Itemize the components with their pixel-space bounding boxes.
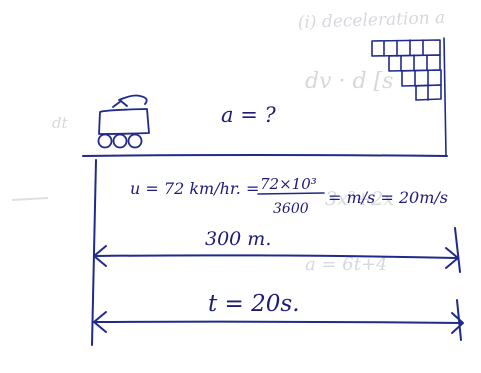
- bleed-text-fragment-1: dv · d [s: [305, 69, 393, 94]
- speed-equation-rhs: = m/s = 20m/s: [328, 188, 448, 207]
- distance-label: 300 m.: [205, 228, 271, 250]
- speed-equation: u = 72 km/hr. = 72×10³ 3600 = m/s = 20m/…: [130, 175, 448, 217]
- bleed-text-top: (i) deceleration a: [297, 8, 445, 33]
- distance-arrow: [93, 227, 461, 273]
- speed-equation-numerator: 72×10³: [260, 175, 317, 193]
- brick-wall-icon: [371, 37, 447, 157]
- ground-line: [82, 154, 448, 157]
- time-arrow: [93, 299, 464, 341]
- bleed-text-fragment-3: 3x²+2x: [325, 188, 394, 210]
- fraction-bar: [257, 192, 325, 195]
- bleed-text-fragment-2: dt: [52, 114, 69, 132]
- truck-icon: [97, 94, 150, 149]
- acceleration-label: a = ?: [221, 103, 276, 127]
- speed-equation-denominator: 3600: [273, 201, 309, 217]
- bleed-text-fragment-4: a = 6t+4: [305, 254, 387, 275]
- start-boundary-line: [91, 159, 97, 346]
- speed-equation-lhs: u = 72 km/hr. =: [130, 179, 259, 198]
- bleed-through: (i) deceleration a dv · d [s dt 3x²+2x a…: [11, 8, 445, 275]
- time-label: t = 20s.: [208, 291, 300, 317]
